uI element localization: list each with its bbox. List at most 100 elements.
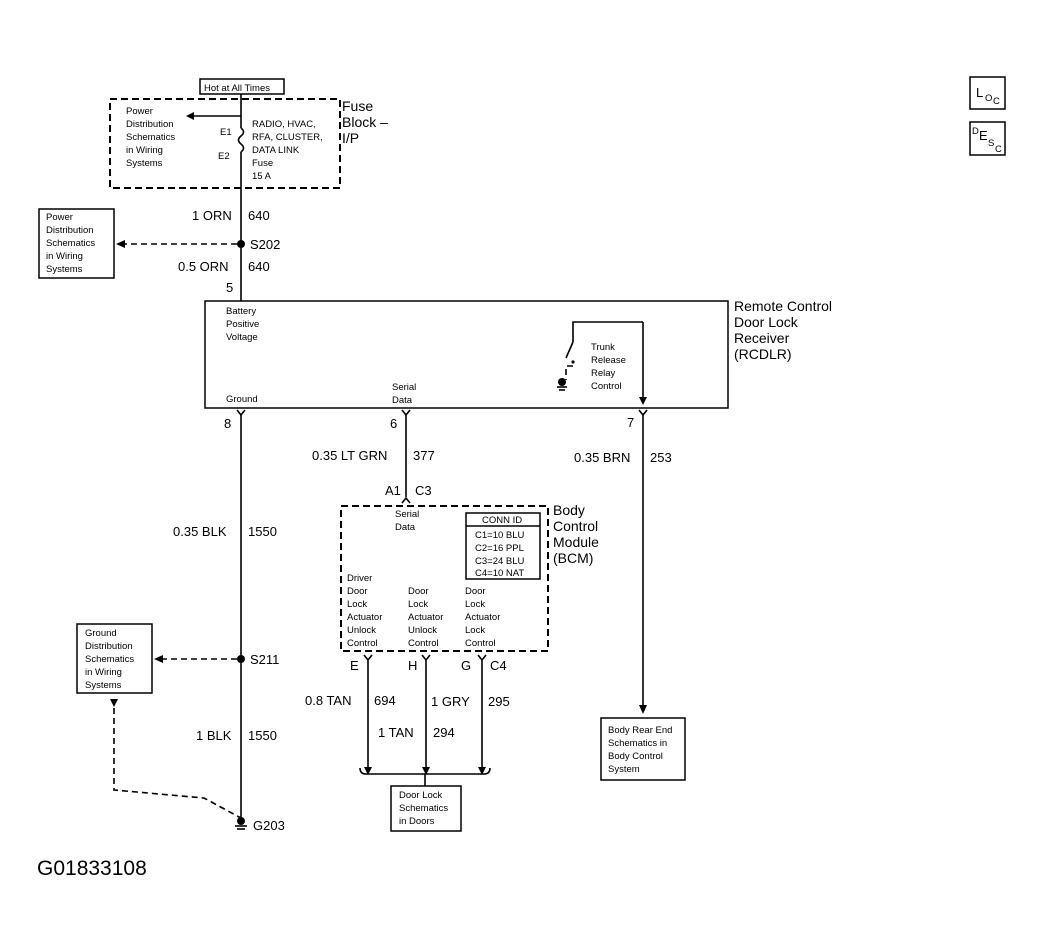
wire-253-gauge: 0.35 BRN	[574, 450, 630, 465]
wire-295-gauge: 1 GRY	[431, 694, 470, 709]
wire-1550-upper-gauge: 0.35 BLK	[173, 524, 227, 539]
bcm-pin-g: G	[461, 658, 471, 673]
power-ref-box[interactable]: Power Distribution Schematics in Wiring …	[38, 208, 115, 279]
bcm-module: Serial Data CONN ID C1=10 BLU C2=16 PPL …	[340, 505, 549, 652]
bcm-output-line: Lock	[347, 599, 367, 610]
ground-g203-icon	[237, 817, 245, 825]
bcm-output-line: Actuator	[408, 612, 443, 623]
wire-377-gauge: 0.35 LT GRN	[312, 448, 387, 463]
wire-294-circuit: 294	[433, 725, 455, 740]
power-ref-line: Systems	[46, 264, 83, 275]
rcdlr-module: Battery Positive Voltage Ground Serial D…	[204, 300, 729, 409]
arrow-down-icon	[422, 767, 430, 775]
fuse-ref-text: Power Distribution Schematics in Wiring …	[126, 106, 175, 169]
bcm-output-line: Unlock	[408, 625, 437, 636]
bcm-output-e-text: Driver Door Lock Actuator Unlock Control	[347, 573, 382, 649]
arrow-up-icon	[110, 699, 118, 707]
ground-ref-line: in Wiring	[85, 667, 122, 678]
wire-640-lower-gauge: 0.5 ORN	[178, 259, 229, 274]
power-ref-line: Distribution	[46, 225, 94, 236]
bcm-output-line: Control	[465, 638, 496, 649]
bcm-output-line: Door	[408, 586, 429, 597]
body-rear-line: Body Control	[608, 751, 663, 762]
fuse-terminal-out: E2	[218, 151, 230, 162]
arrow-down-icon	[639, 705, 647, 714]
fuse-desc-line: RFA, CLUSTER,	[252, 132, 323, 143]
ground-symbol-icon	[558, 378, 566, 386]
rcdlr-ground-label: Ground	[226, 394, 258, 405]
desc-icon-sub: E	[979, 128, 988, 143]
rcdlr-battery-line: Voltage	[226, 332, 258, 343]
fuse-ref-line: Distribution	[126, 119, 174, 130]
bcm-output-line: Door	[347, 586, 368, 597]
bcm-output-h-text: Door Lock Actuator Unlock Control	[408, 586, 443, 649]
wire-694-circuit: 694	[374, 693, 396, 708]
splice-s211-label: S211	[250, 652, 279, 667]
conn-id-row: C3=24 BLU	[475, 556, 525, 567]
ground-g203-label: G203	[253, 818, 285, 833]
bcm-title-line: Body	[553, 502, 585, 518]
rcdlr-serial-line: Data	[392, 395, 413, 406]
bcm-output-line: Actuator	[347, 612, 382, 623]
power-ref-line: in Wiring	[46, 251, 83, 262]
rcdlr-title-line: (RCDLR)	[734, 346, 792, 362]
body-rear-line: Body Rear End	[608, 725, 672, 736]
loc-icon-main: L	[976, 85, 983, 100]
fuse-desc-line: RADIO, HVAC,	[252, 119, 316, 130]
loc-icon-sub2: C	[993, 96, 1000, 107]
bcm-output-line: Lock	[465, 625, 485, 636]
rcdlr-trunk-line: Control	[591, 381, 622, 392]
conn-id-table: CONN ID C1=10 BLU C2=16 PPL C3=24 BLU C4…	[465, 512, 541, 580]
ground-ref-box[interactable]: Ground Distribution Schematics in Wiring…	[76, 623, 153, 694]
fuse-terminal-in: E1	[220, 127, 232, 138]
fuse-block-title-line: I/P	[342, 130, 359, 146]
door-lock-line: Schematics	[399, 803, 448, 814]
rcdlr-pin-trunk: 7	[627, 415, 634, 430]
fuse-ref-line: Schematics	[126, 132, 175, 143]
bcm-output-line: Lock	[465, 599, 485, 610]
wire-694-gauge: 0.8 TAN	[305, 693, 351, 708]
hot-at-all-times-label: Hot at All Times	[199, 78, 285, 95]
ground-ref-line: Distribution	[85, 641, 133, 652]
desc-icon[interactable]: D E S C	[969, 121, 1006, 156]
door-lock-ref-box[interactable]: Door Lock Schematics in Doors	[390, 785, 462, 832]
bcm-output-line: Control	[347, 638, 378, 649]
wire-253-circuit: 253	[650, 450, 672, 465]
rcdlr-battery-line: Positive	[226, 319, 259, 330]
bcm-serial-line: Data	[395, 522, 416, 533]
bcm-output-line: Driver	[347, 573, 372, 584]
wire-640-upper-circuit: 640	[248, 208, 270, 223]
door-lock-line: Door Lock	[399, 790, 443, 801]
wire-377-circuit: 377	[413, 448, 435, 463]
fuse-desc-line: DATA LINK	[252, 145, 300, 156]
splice-s202-dot	[237, 240, 245, 248]
loc-icon-sub: O	[985, 93, 992, 104]
bcm-output-line: Control	[408, 638, 439, 649]
splice-s211-dot	[237, 655, 245, 663]
fuse-block-title-line: Fuse	[342, 98, 373, 114]
rcdlr-pin-battery: 5	[226, 280, 233, 295]
ground-ref-line: Systems	[85, 680, 122, 691]
conn-id-row: C1=10 BLU	[475, 530, 525, 541]
bcm-title-line: Control	[553, 518, 598, 534]
bcm-output-g-text: Door Lock Actuator Lock Control	[465, 586, 500, 649]
rcdlr-title-line: Remote Control	[734, 298, 832, 314]
fuse-block: Power Distribution Schematics in Wiring …	[109, 94, 388, 244]
fuse-ref-line: Systems	[126, 158, 163, 169]
desc-icon-sub2: S	[988, 138, 994, 149]
rcdlr-serial-line: Serial	[392, 382, 416, 393]
bcm-output-line: Actuator	[465, 612, 500, 623]
body-rear-line: Schematics in	[608, 738, 667, 749]
arrow-left-icon	[186, 112, 194, 120]
bcm-conn-c3: C3	[415, 483, 432, 498]
conn-id-row: C2=16 PPL	[475, 543, 524, 554]
loc-icon[interactable]: L O C	[969, 76, 1006, 110]
bcm-title-line: Module	[553, 534, 599, 550]
rcdlr-pin-ground: 8	[224, 416, 231, 431]
fuse-rating-line: 15 A	[252, 171, 272, 182]
fuse-rating-line: Fuse	[252, 158, 273, 169]
power-ref-line: Schematics	[46, 238, 95, 249]
bcm-output-line: Unlock	[347, 625, 376, 636]
rcdlr-trunk-line: Release	[591, 355, 626, 366]
body-rear-ref-box[interactable]: Body Rear End Schematics in Body Control…	[600, 717, 686, 781]
